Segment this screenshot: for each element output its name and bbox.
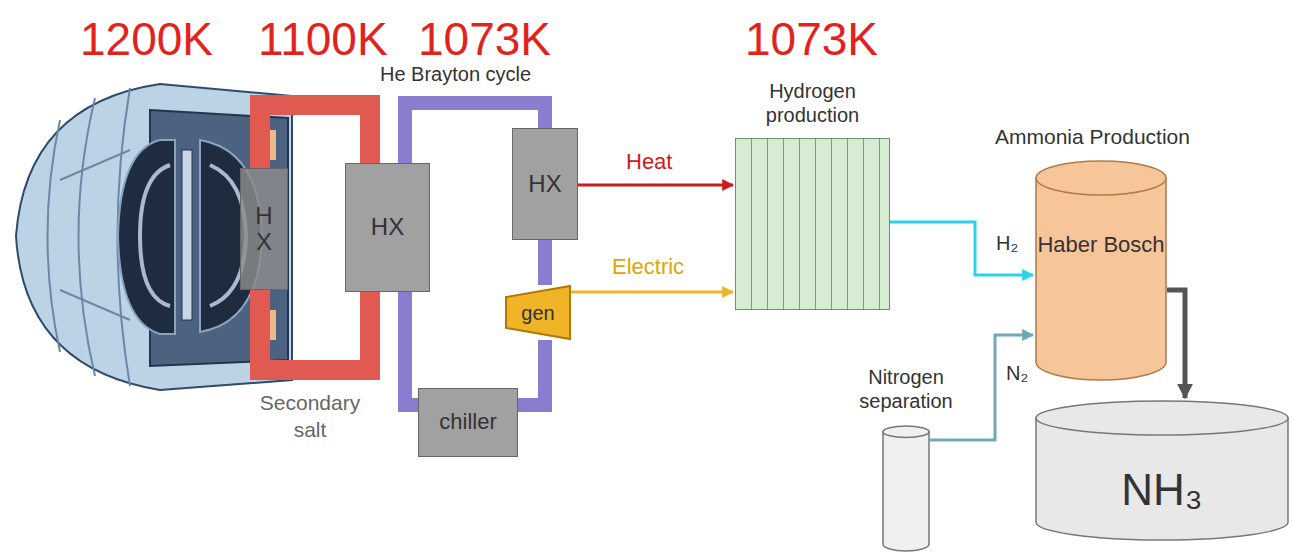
node-label: HX bbox=[371, 214, 404, 240]
cylinder-body bbox=[883, 432, 929, 551]
haber-bosch-reactor: Haber Bosch bbox=[1035, 160, 1167, 380]
electric-arrow bbox=[571, 291, 733, 294]
heat-exchanger: HX bbox=[512, 128, 578, 240]
cylinder-top bbox=[1036, 401, 1288, 435]
temperature-label: 1073K bbox=[418, 14, 551, 65]
cylinder-shape bbox=[1035, 160, 1167, 380]
generator: gen bbox=[505, 285, 571, 340]
cylinder-body bbox=[1036, 178, 1166, 380]
salt-loop bbox=[260, 105, 370, 168]
edge-label: N₂ bbox=[1006, 362, 1028, 384]
hydrogen-stack: Hydrogen production bbox=[735, 138, 890, 310]
edge-label: H₂ bbox=[996, 232, 1018, 254]
node-label: chiller bbox=[439, 410, 496, 434]
salt-loop bbox=[260, 290, 370, 370]
nitrogen-pipe bbox=[930, 335, 1033, 440]
ammonia-tank: NH₃ bbox=[1035, 400, 1289, 540]
temperature-label: 1073K bbox=[745, 14, 878, 65]
helium-loop bbox=[538, 240, 552, 285]
heat-arrow bbox=[578, 184, 733, 187]
cylinder-shape bbox=[882, 425, 930, 551]
chiller-box: chiller bbox=[418, 388, 518, 457]
node-label: HX bbox=[528, 171, 561, 197]
node-heading: Nitrogen separation bbox=[836, 365, 976, 413]
loop-label: Secondary salt bbox=[250, 389, 370, 444]
node-label: H X bbox=[255, 203, 272, 256]
edge-label: Heat bbox=[626, 150, 672, 174]
cylinder-top bbox=[883, 426, 929, 437]
section-label: Ammonia Production bbox=[995, 125, 1190, 148]
heat-exchanger: HX bbox=[345, 163, 430, 292]
helium-loop bbox=[518, 340, 545, 405]
cylinder-body bbox=[1036, 418, 1288, 540]
heat-exchanger: H X bbox=[240, 168, 288, 290]
cylinder-top bbox=[1036, 161, 1166, 195]
node-label: gen bbox=[521, 302, 554, 324]
node-label: Haber Bosch bbox=[1037, 233, 1164, 257]
helium-loop bbox=[405, 292, 418, 405]
hydrogen-pipe bbox=[890, 222, 1033, 275]
temperature-label: 1100K bbox=[258, 14, 388, 65]
edge-label: Electric bbox=[612, 255, 684, 279]
nitrogen-tank: Nitrogen separation bbox=[882, 425, 930, 551]
temperature-label: 1200K bbox=[80, 14, 213, 65]
node-label: NH₃ bbox=[1121, 466, 1202, 514]
ammonia-pipe bbox=[1167, 290, 1185, 398]
node-heading: Hydrogen production bbox=[735, 79, 890, 127]
cycle-label: He Brayton cycle bbox=[380, 63, 531, 85]
generator-outline bbox=[506, 286, 570, 339]
